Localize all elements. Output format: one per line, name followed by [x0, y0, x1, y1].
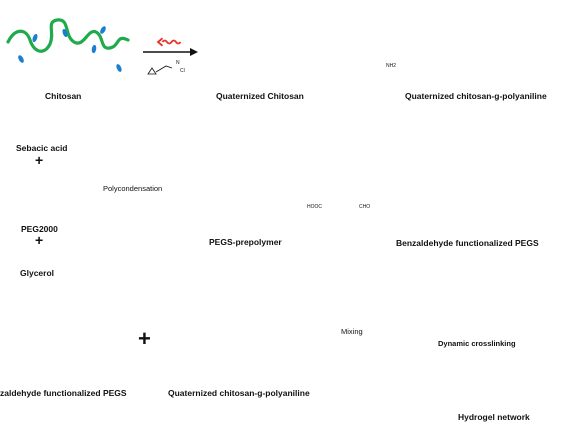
label-polycondensation: Polycondensation: [103, 184, 163, 193]
label-n-plus: N: [176, 60, 180, 66]
label-benzaldehyde-pegs: Benzaldehyde functionalized PEGS: [396, 238, 539, 248]
label-peg2000: PEG2000: [21, 224, 58, 234]
label-nh2: NH2: [386, 63, 397, 69]
label-dynamic-crosslinking: Dynamic crosslinking: [438, 339, 516, 348]
label-hydrogel-network: Hydrogel network: [458, 412, 530, 422]
label-mixing: Mixing: [341, 327, 363, 336]
label-hooc: HOOC: [307, 204, 322, 210]
plus-sign-2: +: [35, 232, 44, 248]
label-quaternized-chitosan-g-polyaniline: Quaternized chitosan-g-polyaniline: [405, 91, 547, 101]
plus-sign-3: +: [138, 326, 151, 351]
label-cl: Cl: [180, 68, 185, 74]
label-quaternized-chitosan: Quaternized Chitosan: [216, 91, 304, 101]
label-pegs-prepolymer: PEGS-prepolymer: [209, 237, 282, 247]
plus-sign-1: +: [35, 152, 44, 168]
label-glycerol: Glycerol: [20, 268, 55, 278]
quaternization-arrow: [143, 37, 198, 75]
chitosan-chain: [6, 18, 130, 73]
label-sebacic-acid: Sebacic acid: [16, 143, 68, 153]
label-chitosan: Chitosan: [45, 91, 82, 101]
label-benzaldehyde-pegs-2: zaldehyde functionalized PEGS: [0, 388, 127, 398]
label-quaternized-chitosan-g-polyaniline-2: Quaternized chitosan-g-polyaniline: [168, 388, 310, 398]
label-cho: CHO: [359, 204, 371, 210]
